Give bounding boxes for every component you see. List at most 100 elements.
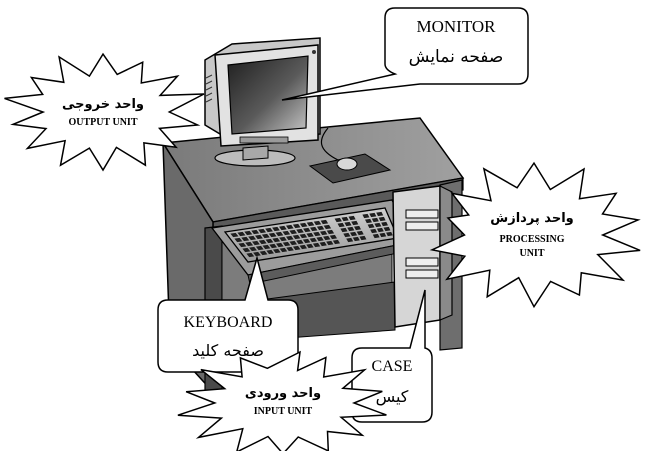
keyboard-key — [246, 252, 255, 258]
keyboard-key — [258, 239, 267, 245]
keyboard-key — [230, 232, 239, 238]
keyboard-key — [245, 241, 254, 247]
callout-keyboard: KEYBOARD صفحه کلید — [157, 255, 299, 373]
keyboard-key — [383, 226, 391, 232]
monitor — [204, 37, 321, 167]
keyboard-key — [337, 222, 345, 228]
keyboard-key — [296, 239, 304, 245]
keyboard-key — [356, 230, 364, 236]
starburst-shape — [429, 161, 641, 309]
keyboard-key — [253, 251, 261, 257]
keyboard-key — [255, 245, 264, 251]
keyboard-key — [296, 228, 304, 234]
keyboard-key — [376, 227, 384, 233]
keyboard-key — [273, 248, 281, 254]
keyboard-key — [242, 247, 251, 253]
case-drive-bay-3 — [405, 257, 439, 267]
keyboard-keys — [230, 211, 393, 258]
keyboard-key — [386, 231, 393, 237]
keyboard-key — [347, 226, 355, 232]
keyboard-key — [334, 217, 342, 223]
keyboard-key — [313, 220, 322, 226]
keyboard-key — [244, 230, 253, 236]
keyboard-key — [303, 227, 311, 233]
keyboard-key — [350, 231, 358, 237]
starburst-shape — [4, 52, 205, 172]
keyboard-key — [286, 224, 294, 230]
keyboard-key — [306, 243, 314, 249]
keyboard-key — [359, 235, 367, 241]
keyboard-key — [292, 223, 301, 229]
keyboard-key — [348, 215, 356, 221]
processing-unit-en-1: PROCESSING — [499, 234, 564, 245]
keyboard-key — [379, 232, 387, 238]
keyboard-key — [265, 227, 273, 233]
keyboard-key — [340, 227, 348, 233]
keyboard-key — [306, 232, 314, 238]
keyboard-key — [326, 229, 335, 235]
keyboard-key — [329, 234, 337, 240]
keyboard-key — [367, 223, 375, 229]
keyboard-key — [306, 221, 315, 227]
keyboard-key — [374, 222, 382, 228]
callout-monitor-fa: صفحه نمایش — [409, 47, 504, 67]
mouse-cable — [320, 127, 339, 161]
keyboard-key — [351, 220, 359, 226]
starburst-shape — [177, 350, 387, 451]
keyboard-key — [323, 235, 331, 241]
case-drive-bay-1 — [405, 209, 439, 219]
processing-unit-fa: واحد پردازش — [490, 211, 573, 226]
keyboard-key — [234, 237, 243, 243]
keyboard-key — [259, 250, 268, 256]
callout-monitor-en: MONITOR — [416, 17, 496, 36]
keyboard-key — [352, 236, 360, 242]
callout-monitor: MONITOR صفحه نمایش — [281, 7, 529, 101]
callout-case-bubble — [351, 289, 433, 423]
input-unit-fa: واحد ورودی — [245, 386, 321, 401]
keyboard-key — [272, 226, 280, 232]
input-unit-en: INPUT UNIT — [254, 406, 313, 417]
mouse — [336, 157, 358, 171]
keyboard-key — [378, 216, 386, 222]
keyboard-key — [293, 245, 301, 251]
keyboard-key — [292, 234, 301, 240]
keyboard-key — [282, 230, 291, 236]
keyboard-key — [326, 240, 334, 246]
keyboard-key — [279, 236, 287, 242]
keyboard-key — [269, 243, 277, 249]
monitor-stand — [242, 145, 269, 161]
keyboard-key — [302, 238, 311, 244]
case-drive-bay-2 — [405, 221, 439, 231]
keyboard-key — [371, 217, 379, 223]
keyboard-key — [268, 232, 277, 238]
keyboard-key — [369, 212, 377, 218]
keyboard-key — [320, 219, 329, 225]
keyboard-key — [276, 242, 284, 248]
callout-keyboard-en: KEYBOARD — [184, 314, 273, 331]
keyboard-key — [262, 244, 271, 250]
keyboard-key — [272, 237, 281, 243]
keyboard-key — [275, 231, 284, 237]
monitor-power-light — [312, 50, 316, 54]
keyboard-key — [248, 235, 256, 241]
processing-unit-en-2: UNIT — [519, 248, 544, 259]
keyboard-key — [310, 226, 318, 232]
keyboard-key — [289, 240, 297, 246]
keyboard-key — [299, 222, 308, 228]
keyboard-key — [289, 229, 297, 235]
starburst-processing-unit — [429, 161, 641, 309]
monitor-screen — [227, 55, 309, 135]
keyboard-key — [249, 246, 257, 252]
keyboard-key — [238, 242, 247, 248]
starburst-output-unit — [4, 52, 205, 172]
case-front — [392, 185, 441, 328]
keyboard-key — [320, 230, 328, 236]
keyboard-key — [282, 241, 291, 247]
keyboard-key — [279, 225, 287, 231]
keyboard-key — [346, 237, 354, 243]
callout-case-en: CASE — [372, 358, 413, 375]
keyboard-key — [362, 213, 370, 219]
callout-case: CASE کیس — [351, 289, 433, 423]
keyboard-key — [252, 240, 260, 246]
